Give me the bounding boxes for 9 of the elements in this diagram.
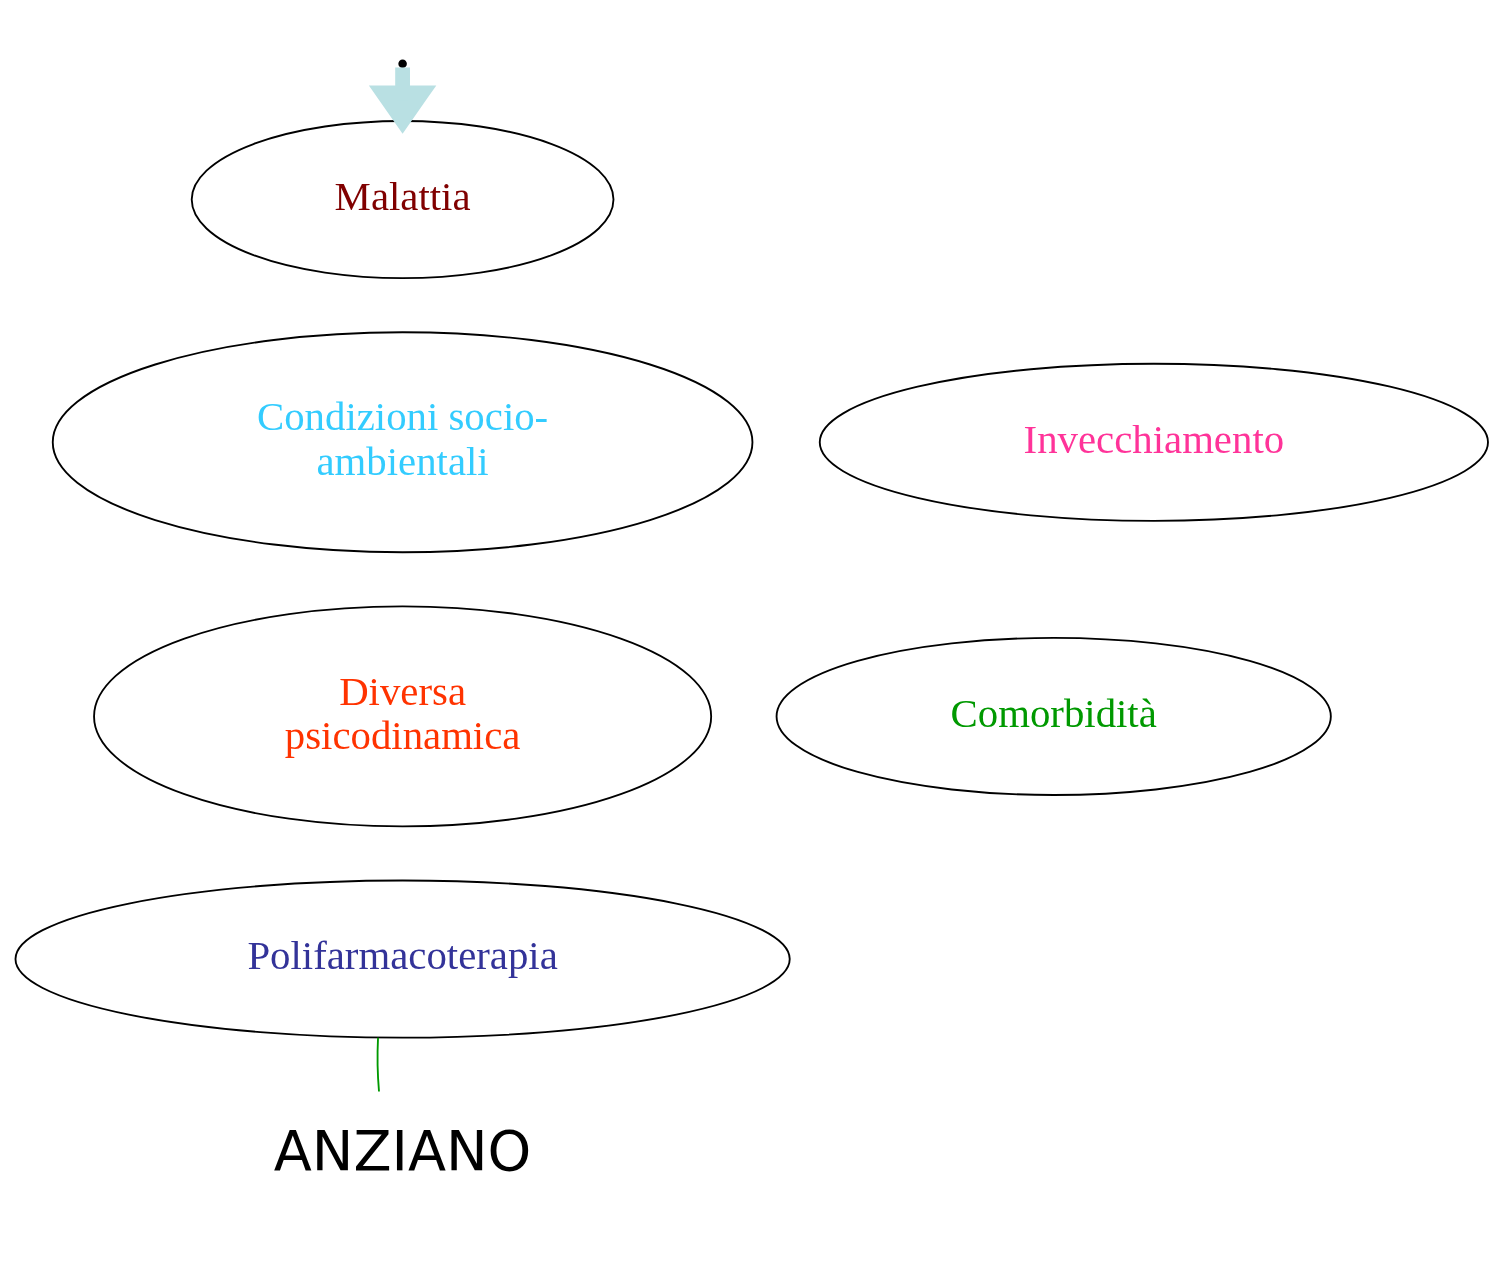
node-ellipse: Malattia bbox=[190, 119, 615, 279]
node-text: ANZIANO bbox=[273, 1117, 532, 1182]
node-ellipse: Invecchiamento bbox=[818, 362, 1489, 522]
node-ellipse: Diversa psicodinamica bbox=[93, 605, 713, 827]
node-ellipse: Polifarmacoterapia bbox=[14, 879, 791, 1039]
arrow bbox=[368, 66, 437, 134]
node-ellipse: Comorbidità bbox=[775, 636, 1332, 796]
connector bbox=[376, 1036, 380, 1092]
node-ellipse: Condizioni socio-ambientali bbox=[51, 330, 754, 553]
